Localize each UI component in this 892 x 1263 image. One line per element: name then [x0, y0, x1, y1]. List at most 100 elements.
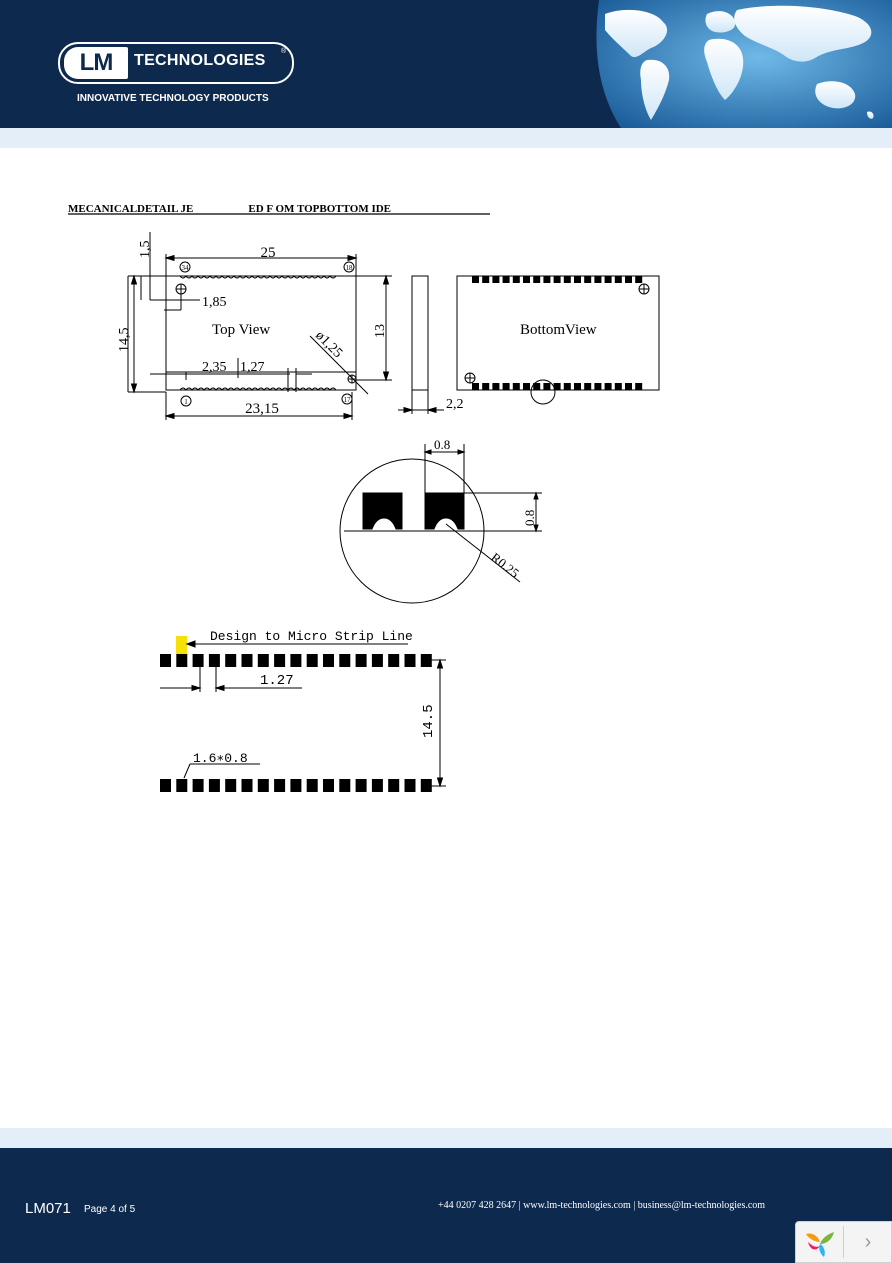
bottom-view-pad — [594, 276, 602, 283]
bottom-view-pad — [553, 276, 561, 283]
logo-outline — [58, 42, 294, 84]
footprint-pad — [257, 779, 269, 792]
header-banner: LM TECHNOLOGIES ® INNOVATIVE TECHNOLOGY … — [0, 0, 892, 128]
logo-registered-mark: ® — [281, 48, 287, 55]
bottom-view-pad — [574, 383, 581, 390]
bottom-view-pad — [584, 276, 592, 283]
bottom-view-pad — [574, 276, 581, 283]
side-view: 2,2 — [398, 275, 464, 414]
footprint-pad — [404, 654, 416, 667]
bottom-view-pad — [502, 383, 510, 390]
nav-separator — [843, 1226, 844, 1258]
bottom-view-pad — [492, 276, 500, 283]
bottom-view-pad — [594, 383, 602, 390]
bottom-view-pad — [512, 383, 520, 390]
bottom-view-pad — [523, 276, 530, 283]
world-map-graphic — [596, 0, 892, 128]
pad-footprint: Design to Micro Strip Line 1.27 14.5 1.6… — [160, 629, 446, 792]
bottom-view-pad — [512, 276, 520, 283]
bottom-view-pad — [533, 383, 541, 390]
pin-18-label: 18 — [346, 264, 354, 272]
footprint-pad — [404, 779, 416, 792]
footprint-pad — [306, 779, 318, 792]
bottom-view-pad — [533, 276, 541, 283]
footprint-pad — [160, 654, 171, 667]
footprint-pad — [355, 654, 367, 667]
footprint-pad — [192, 779, 204, 792]
footer-strip — [0, 1128, 892, 1148]
bottom-view-pad — [635, 383, 643, 390]
bottom-view-pad — [625, 383, 632, 390]
footprint-pad — [274, 654, 286, 667]
footprint-pad — [339, 654, 351, 667]
footprint-pad — [176, 654, 188, 667]
dim-hole-diameter: ø1,25 — [312, 328, 345, 361]
viewer-logo-icon — [806, 1232, 834, 1257]
dim-detail-width: 0.8 — [434, 437, 450, 452]
bottom-view-pad — [502, 276, 510, 283]
bottom-view-pad — [472, 383, 479, 390]
top-view: 34 18 1 17 Top View 25 1,5 1,85 14,5 13 — [117, 232, 392, 420]
top-view-label: Top View — [212, 322, 270, 338]
dim-detail-radius: R0.25 — [488, 550, 522, 581]
dim-pitch: 1.27 — [260, 673, 294, 689]
footprint-pad — [225, 779, 237, 792]
bottom-view-pad — [523, 383, 530, 390]
footprint-pad — [241, 654, 253, 667]
footprint-pad — [160, 779, 171, 792]
footprint-pad — [290, 654, 302, 667]
footprint-pad — [225, 654, 237, 667]
bottom-view-pad — [604, 383, 612, 390]
bottom-view-pad — [563, 383, 571, 390]
pin-17-label: 17 — [344, 396, 352, 404]
footprint-pad — [323, 654, 334, 667]
footprint-pad — [371, 779, 383, 792]
logo-wordmark: TECHNOLOGIES — [134, 52, 266, 69]
bottom-view-pad — [563, 276, 571, 283]
footprint-pad — [241, 779, 253, 792]
bottom-view-pad — [553, 383, 561, 390]
micro-strip-label: Design to Micro Strip Line — [210, 629, 413, 644]
footprint-pad — [176, 779, 188, 792]
footprint-pad — [274, 779, 286, 792]
bottom-view-pad — [635, 276, 643, 283]
bottom-view-pad — [625, 276, 632, 283]
bottom-view-pad — [472, 276, 479, 283]
bottom-view-pad — [543, 276, 551, 283]
footprint-pad — [208, 779, 220, 792]
dim-23-15: 23,15 — [245, 401, 279, 417]
dim-pad-size: 1.6∗0.8 — [193, 751, 248, 766]
bottom-view-pad — [482, 383, 490, 390]
page-number: Page 4 of 5 — [84, 1204, 136, 1215]
contact-info: +44 0207 428 2647 | www.lm-technologies.… — [438, 1200, 766, 1211]
footer-banner — [0, 1148, 892, 1263]
bottom-view-pad — [584, 383, 592, 390]
bottom-view-pad — [543, 383, 551, 390]
footprint-pad — [371, 654, 383, 667]
dim-1-85: 1,85 — [202, 295, 227, 310]
dim-1-5: 1,5 — [138, 241, 153, 259]
bottom-view-pad — [492, 383, 500, 390]
dim-25: 25 — [261, 245, 276, 261]
dim-13: 13 — [373, 324, 388, 338]
dim-row-spacing: 14.5 — [421, 704, 437, 738]
bottom-view-pad — [482, 276, 490, 283]
bottom-view-label: BottomView — [520, 322, 597, 338]
tagline: INNOVATIVE TECHNOLOGY PRODUCTS — [77, 93, 269, 104]
footprint-pad — [290, 779, 302, 792]
next-page-button[interactable]: › — [864, 1231, 872, 1253]
footprint-pad — [306, 654, 318, 667]
footprint-pad — [323, 779, 334, 792]
footprint-pad — [388, 654, 400, 667]
logo-lm: LM — [64, 47, 128, 79]
section-title: MECANICALDETAIL JE ED F OM TOPBOTTOM IDE — [68, 203, 391, 215]
header-strip — [0, 128, 892, 148]
bottom-view-pad — [604, 276, 612, 283]
bottom-view-pad — [614, 276, 622, 283]
footprint-pad — [355, 779, 367, 792]
pin-34-label: 34 — [182, 264, 190, 272]
document-id: LM071 — [25, 1200, 71, 1217]
footprint-pad — [208, 654, 220, 667]
dim-14-5: 14,5 — [117, 328, 132, 353]
